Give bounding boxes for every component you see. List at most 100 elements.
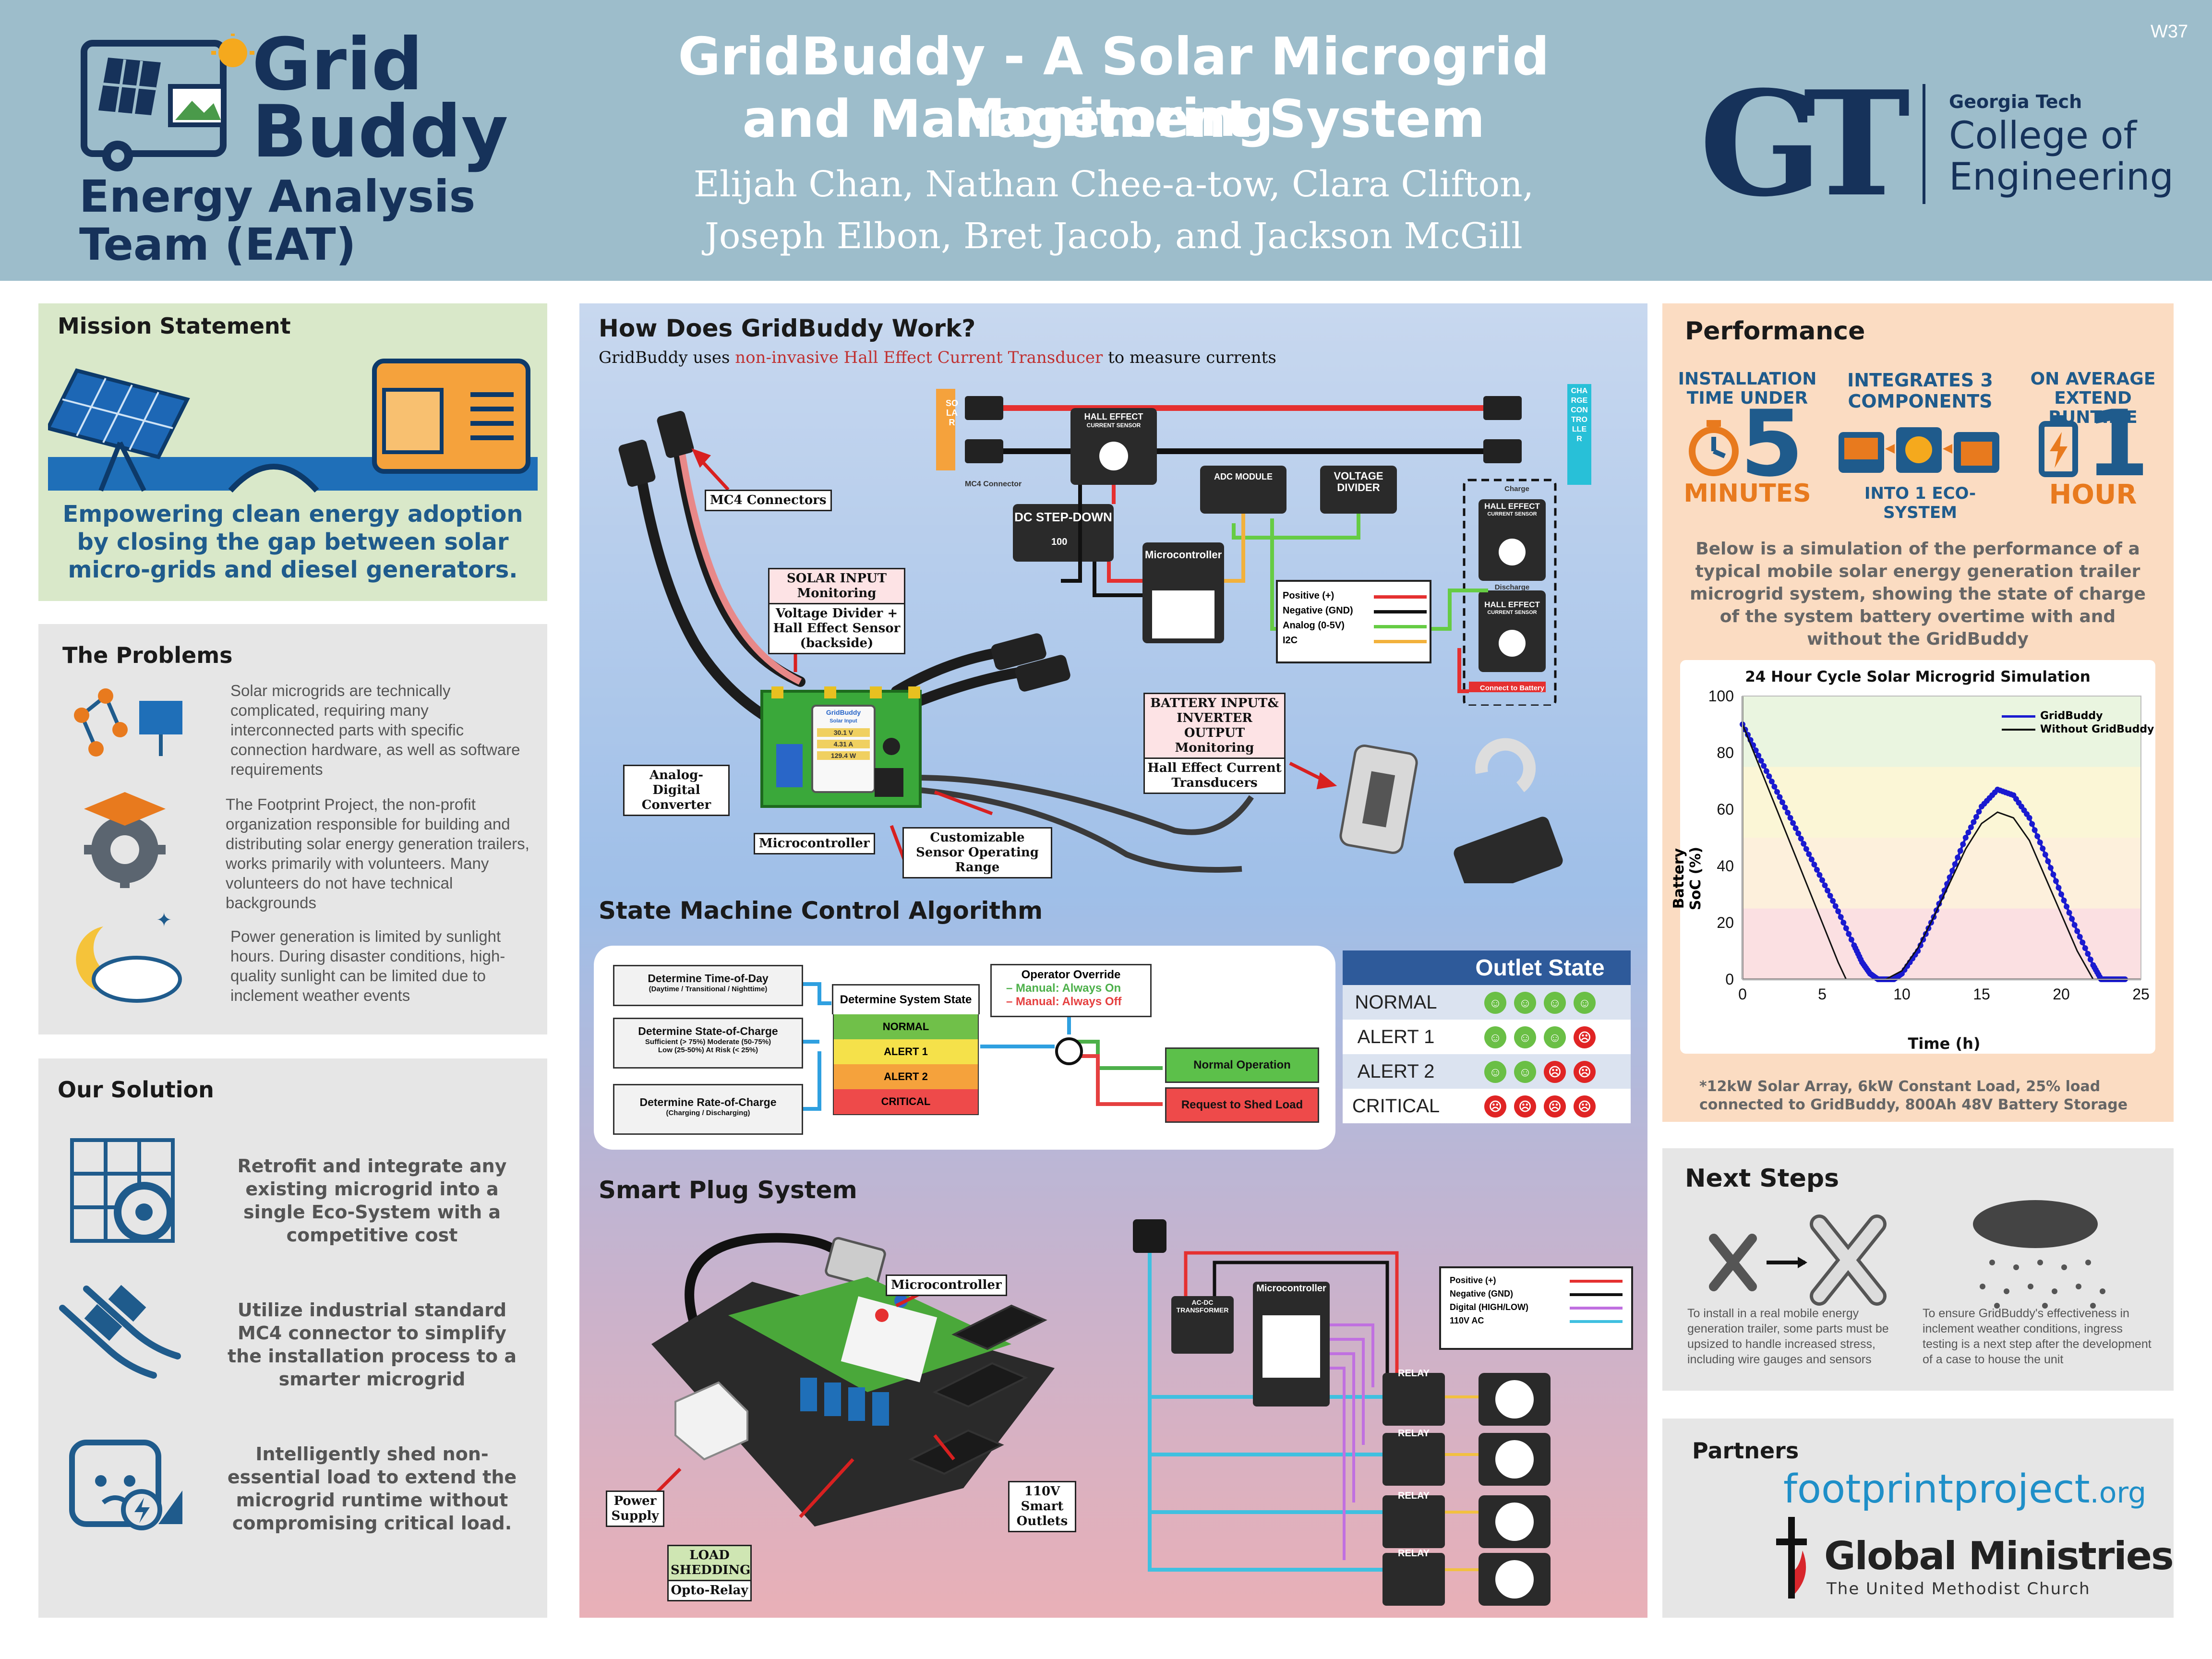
chart-title: 24 Hour Cycle Solar Microgrid Simulation: [1745, 668, 2091, 685]
sp-power-supply-label: Power Supply: [606, 1491, 664, 1527]
chart-point: [1806, 851, 1812, 857]
outlet-row-normal: NORMAL ☺☺☺☺: [1343, 985, 1631, 1020]
chart-point: [1968, 824, 1974, 830]
dc-step-down-value: 100: [1051, 537, 1068, 547]
next-steps-panel: [1662, 1148, 2174, 1391]
legend-gridbuddy: GridBuddy: [2002, 709, 2154, 723]
smart-plug-illustration: [636, 1233, 1055, 1527]
legend-i2c: I2C: [1283, 635, 1427, 646]
chart-point: [1779, 799, 1785, 805]
relay-4-label: RELAY: [1398, 1548, 1430, 1559]
chart-xtick-label: 5: [1818, 986, 1827, 1003]
next-steps-right: To ensure GridBuddy's effectiveness in i…: [1923, 1307, 2152, 1366]
sp-legend: Positive (+) Negative (GND) Digital (HIG…: [1450, 1272, 1623, 1329]
chart-point: [1766, 773, 1772, 780]
sp-legend-negative: Negative (GND): [1450, 1289, 1623, 1299]
outlet-off-icon: ☹: [1574, 1095, 1596, 1118]
battery-monitoring-sub: Hall Effect Current Transducers: [1145, 757, 1284, 793]
voltage-divider-label: VOLTAGE DIVIDER: [1334, 470, 1383, 493]
sp-legend-digital: Digital (HIGH/LOW): [1450, 1302, 1623, 1312]
chart-point: [1753, 747, 1759, 754]
outlet-dots: ☹☹☹☹: [1449, 1089, 1631, 1123]
sp-legend-label-1: Negative (GND): [1450, 1289, 1514, 1298]
sp-smart-outlets-label: 110V Smart Outlets: [1008, 1481, 1076, 1532]
problem-text-1: Solar microgrids are technically complic…: [230, 682, 520, 778]
outlet-row-label: CRITICAL: [1352, 1095, 1440, 1117]
hall-top-text: HALL EFFECT: [1084, 412, 1143, 421]
team-name-line2: Team (EAT): [79, 219, 356, 270]
chart-point: [1808, 856, 1815, 863]
solar-input-title: SOLAR INPUT Monitoring: [786, 571, 887, 601]
chart-ytick-label: 40: [1717, 857, 1734, 875]
chart-point: [1761, 763, 1767, 769]
moon-cloud-icon: ✦: [76, 909, 182, 1003]
outlet-row-alert-2: ALERT 2 ☺☺☹☹: [1343, 1054, 1631, 1089]
legend-label-3: I2C: [1283, 635, 1298, 646]
chart-point: [1803, 846, 1809, 852]
opto-relay-text: Opto-Relay: [669, 1580, 750, 1600]
chart-point: [1768, 778, 1775, 784]
outlet-state-table: Outlet State NORMAL ☺☺☺☺ ALERT 1 ☺☺☺☹ AL…: [1343, 950, 1631, 1123]
sp-legend-swatch-0: [1570, 1280, 1623, 1283]
chart-point: [2047, 865, 2054, 871]
chart-band-1: [1743, 767, 2141, 838]
outlet-dots: ☺☺☹☹: [1449, 1054, 1631, 1089]
fp-domain: .org: [2090, 1476, 2147, 1510]
sp-legend-label-0: Positive (+): [1450, 1275, 1496, 1285]
relay-schematic: [1133, 1219, 1633, 1606]
sp-legend-swatch-1: [1570, 1293, 1623, 1296]
legend-analog: Analog (0-5V): [1283, 620, 1427, 631]
screen-brand: GridBuddy: [826, 709, 861, 716]
sp-load-shedding-label: LOAD SHEDDING Opto-Relay: [667, 1545, 752, 1601]
stopwatch-icon: [1689, 420, 1739, 476]
team-name-line1: Energy Analysis: [79, 171, 476, 222]
chart-point: [2085, 950, 2091, 957]
legend-swatch-3: [1374, 640, 1427, 643]
legend-swatch-0: [1374, 595, 1427, 599]
outlet-state-header: Outlet State: [1449, 950, 1631, 985]
authors-line1: Elijah Chan, Nathan Chee-a-tow, Clara Cl…: [693, 164, 1534, 205]
sp-legend-positive: Positive (+): [1450, 1275, 1623, 1286]
chart-point: [1846, 931, 1852, 937]
chart-point: [1801, 841, 1807, 847]
hall-discharge-text: HALL EFFECT: [1484, 600, 1540, 609]
sp-legend-label-3: 110V AC: [1450, 1316, 1484, 1325]
legend-positive: Positive (+): [1283, 590, 1427, 601]
outlet-off-icon: ☹: [1514, 1095, 1536, 1118]
performance-description: Below is a simulation of the performance…: [1690, 539, 2146, 649]
chart-series: [1740, 721, 2128, 982]
chart-ytick-label: 0: [1725, 971, 1734, 988]
chart-point: [1838, 914, 1844, 920]
chart-point: [2026, 815, 2032, 821]
chart-point: [1774, 789, 1780, 795]
state-normal: NORMAL: [833, 1014, 979, 1039]
gt-college-line2: Engineering: [1949, 156, 2174, 199]
outlet-table: Outlet State NORMAL ☺☺☺☺ ALERT 1 ☺☺☺☹ AL…: [1343, 950, 1631, 1123]
smart-plug-title: Smart Plug System: [599, 1176, 857, 1204]
adc-label: Analog-Digital Converter: [623, 765, 730, 816]
sp-microcontroller-box-label: Microcontroller: [1256, 1283, 1326, 1294]
legend-without-label: Without GridBuddy: [2040, 723, 2154, 735]
state-of-charge-box: Determine State-of-Charge Sufficient (> …: [613, 1018, 803, 1069]
chart-point: [2045, 858, 2051, 865]
chart-point: [2050, 871, 2056, 878]
chart-band-0: [1743, 696, 2141, 767]
problems-panel: The Problems Solar microgrids are techni…: [38, 624, 547, 1034]
chart-point: [1787, 815, 1793, 821]
soc-title: Determine State-of-Charge: [638, 1025, 778, 1037]
chart-ytick-label: 60: [1717, 801, 1734, 818]
battery-monitoring-title: BATTERY INPUT& INVERTER OUTPUT Monitorin…: [1150, 696, 1279, 755]
chart-point: [2080, 939, 2086, 946]
chart-point: [1960, 841, 1966, 847]
chart-ytick-label: 80: [1717, 744, 1734, 761]
solar-input-label: SOLAR INPUT Monitoring Voltage Divider +…: [768, 568, 905, 654]
chart-xlabel: Time (h): [1908, 1034, 1981, 1053]
outlet-row-label: NORMAL: [1355, 991, 1437, 1013]
mission-panel: Mission Statement Empowering clean energ…: [38, 303, 547, 601]
outlet-on-icon: ☺: [1484, 1026, 1506, 1048]
outlet-row-label: ALERT 1: [1357, 1026, 1435, 1047]
state-critical: CRITICAL: [833, 1089, 979, 1115]
stat1-number: 5: [1740, 391, 1804, 497]
roc-title: Determine Rate-of-Charge: [639, 1096, 777, 1108]
